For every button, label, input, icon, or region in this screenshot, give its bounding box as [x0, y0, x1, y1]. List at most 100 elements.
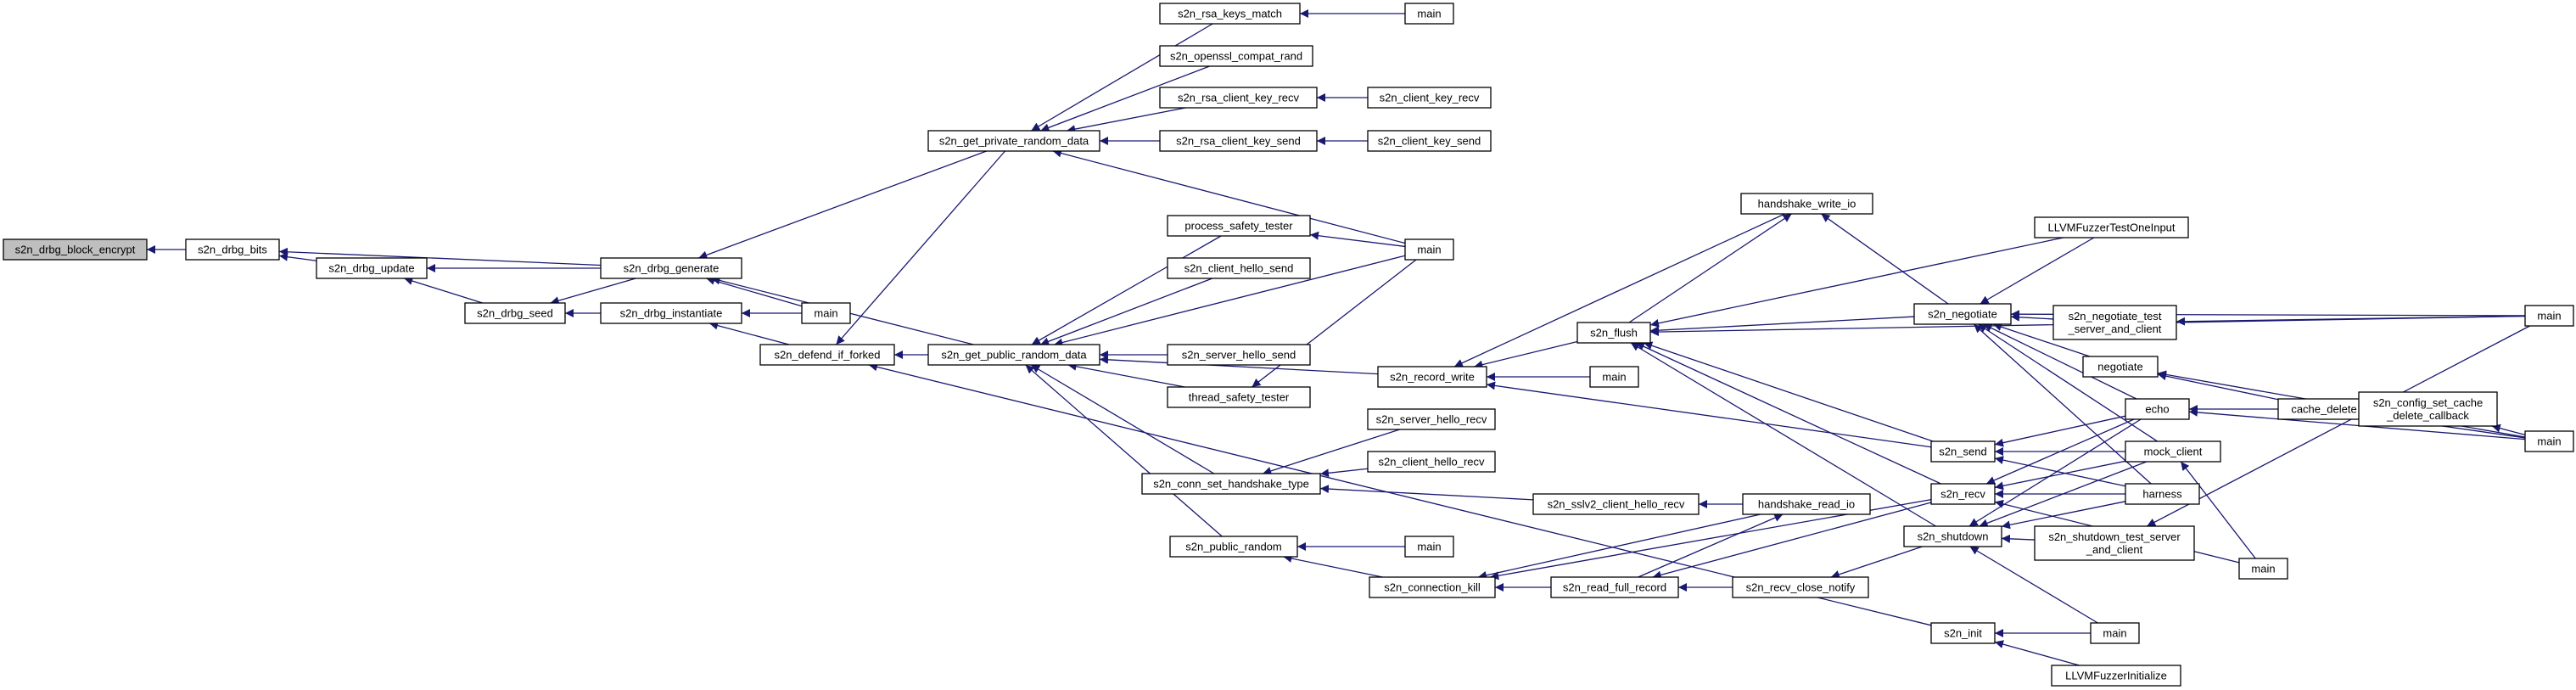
node-send[interactable]: s2n_send: [1930, 440, 1996, 463]
node-read-full-record[interactable]: s2n_read_full_record: [1550, 576, 1679, 598]
edge-line: [1980, 237, 2095, 305]
node-negotiate[interactable]: negotiate: [2082, 356, 2159, 378]
node-defend-if-forked[interactable]: s2n_defend_if_forked: [759, 344, 895, 366]
node-rsa-keys-match[interactable]: s2n_rsa_keys_match: [1159, 3, 1301, 25]
node-drbg-bits[interactable]: s2n_drbg_bits: [185, 238, 280, 261]
node-client-key-recv[interactable]: s2n_client_key_recv: [1367, 87, 1492, 109]
node-box: [927, 130, 1100, 152]
edge-line: [1054, 255, 1406, 347]
node-recv[interactable]: s2n_recv: [1930, 483, 1996, 505]
node-label: main: [1417, 8, 1441, 20]
node-label: main: [2537, 435, 2561, 448]
node-main-i[interactable]: main: [2524, 430, 2574, 452]
node-llvm-fuzzer-init[interactable]: LLVMFuzzerInitialize: [2051, 665, 2181, 687]
node-label: s2n_init: [1944, 627, 1982, 640]
node-server-hello-recv[interactable]: s2n_server_hello_recv: [1367, 408, 1496, 430]
node-box: [1159, 87, 1318, 109]
node-main-h[interactable]: main: [2090, 622, 2140, 644]
node-box: [1589, 366, 1639, 388]
node-rsa-client-key-recv[interactable]: s2n_rsa_client_key_recv: [1159, 87, 1318, 109]
node-thread-safety-tester[interactable]: thread_safety_tester: [1167, 386, 1311, 408]
node-negotiate-s2n[interactable]: s2n_negotiate: [1913, 303, 2012, 325]
edge-line: [2180, 461, 2256, 559]
node-box: [2052, 305, 2177, 340]
node-echo[interactable]: echo: [2125, 398, 2190, 420]
edge-process-safety-tester-to-get-public-random: [1031, 235, 1222, 345]
node-flush[interactable]: s2n_flush: [1576, 322, 1651, 344]
node-label: LLVMFuzzerInitialize: [2065, 670, 2167, 682]
edge-line: [1983, 323, 2137, 400]
node-client-hello-recv[interactable]: s2n_client_hello_recv: [1367, 451, 1496, 473]
node-main-c[interactable]: main: [1404, 238, 1454, 261]
node-public-random[interactable]: s2n_public_random: [1169, 536, 1298, 558]
node-label: negotiate: [2097, 361, 2143, 373]
edge-conn-set-handshake-type-to-get-public-random: [1030, 364, 1215, 474]
node-mock-client[interactable]: mock_client: [2125, 440, 2221, 463]
node-box: [1532, 493, 1700, 515]
edge-line: [1994, 415, 2126, 447]
node-drbg-instantiate[interactable]: s2n_drbg_instantiate: [600, 302, 742, 324]
node-conn-set-handshake-type[interactable]: s2n_conn_set_handshake_type: [1141, 473, 1321, 495]
edge-main-c-to-process-safety-tester: [1309, 231, 1406, 248]
node-label: s2n_drbg_block_encrypt: [15, 244, 136, 256]
node-shutdown-test[interactable]: s2n_shutdown_test_server_and_client: [2034, 525, 2195, 561]
node-config-set-cache-delete-cb[interactable]: s2n_config_set_cache_delete_callback: [2358, 391, 2498, 427]
node-box: [1550, 576, 1679, 598]
node-rsa-client-key-send[interactable]: s2n_rsa_client_key_send: [1159, 130, 1318, 152]
node-box: [1903, 525, 2002, 547]
edge-line: [1973, 323, 2152, 485]
edge-read-full-record-to-handshake-read-io: [1638, 513, 1784, 578]
node-connection-kill[interactable]: s2n_connection_kill: [1369, 576, 1496, 598]
node-get-public-random[interactable]: s2n_get_public_random_data: [927, 344, 1100, 366]
node-negotiate-test[interactable]: s2n_negotiate_test_server_and_client: [2052, 305, 2177, 340]
edge-echo-to-recv: [1985, 418, 2135, 485]
node-drbg-generate[interactable]: s2n_drbg_generate: [600, 257, 742, 279]
node-handshake-read-io[interactable]: handshake_read_io: [1742, 493, 1871, 515]
node-main-a[interactable]: main: [801, 302, 851, 324]
node-client-hello-send[interactable]: s2n_client_hello_send: [1167, 257, 1311, 279]
edge-line: [1025, 364, 1223, 537]
node-sslv2-client-hello-recv[interactable]: s2n_sslv2_client_hello_recv: [1532, 493, 1700, 515]
node-drbg-update[interactable]: s2n_drbg_update: [316, 257, 428, 279]
node-shutdown[interactable]: s2n_shutdown: [1903, 525, 2002, 547]
node-process-safety-tester[interactable]: process_safety_tester: [1167, 215, 1311, 237]
node-record-write[interactable]: s2n_record_write: [1377, 366, 1487, 388]
node-drbg-seed[interactable]: s2n_drbg_seed: [464, 302, 566, 324]
node-label: s2n_connection_kill: [1384, 581, 1481, 594]
node-box: [1930, 483, 1996, 505]
node-init[interactable]: s2n_init: [1930, 622, 1996, 644]
node-get-private-random[interactable]: s2n_get_private_random_data: [927, 130, 1100, 152]
node-box: [2034, 525, 2195, 561]
node-main-g[interactable]: main: [2238, 558, 2288, 580]
node-client-key-send[interactable]: s2n_client_key_send: [1367, 130, 1492, 152]
node-box: [1369, 576, 1496, 598]
edge-negotiate-to-negotiate-s2n: [1992, 323, 2091, 357]
node-layer: s2n_drbg_block_encrypt s2n_drbg_bits s2n_d…: [3, 3, 2574, 687]
edge-public-random-to-get-public-random: [1025, 364, 1223, 537]
node-block-encrypt[interactable]: s2n_drbg_block_encrypt: [3, 238, 148, 261]
node-main-f[interactable]: main: [2524, 305, 2574, 327]
node-box: [1404, 536, 1454, 558]
node-cache-delete[interactable]: cache_delete: [2277, 398, 2371, 420]
edge-line: [698, 150, 987, 260]
node-harness[interactable]: harness: [2125, 483, 2200, 505]
edge-mock-client-to-negotiate-s2n: [1978, 323, 2158, 442]
node-box: [1167, 257, 1311, 279]
node-llvm-fuzzer-test[interactable]: LLVMFuzzerTestOneInput: [2034, 216, 2189, 238]
node-main-d[interactable]: main: [1404, 536, 1454, 558]
edge-line: [1821, 213, 1949, 305]
edge-line: [2146, 325, 2530, 527]
edge-line: [1994, 456, 2126, 487]
node-handshake-write-io[interactable]: handshake_write_io: [1740, 193, 1873, 215]
node-server-hello-send[interactable]: s2n_server_hello_send: [1167, 344, 1311, 366]
node-box: [1159, 3, 1301, 25]
node-box: [1167, 344, 1311, 366]
node-main-b[interactable]: main: [1404, 3, 1454, 25]
node-main-e[interactable]: main: [1589, 366, 1639, 388]
node-openssl-compat-rand[interactable]: s2n_openssl_compat_rand: [1159, 45, 1313, 67]
edge-line: [1968, 418, 2142, 527]
edge-mock-client-to-shutdown: [1979, 461, 2148, 528]
edge-line: [2188, 407, 2526, 440]
node-recv-close-notify[interactable]: s2n_recv_close_notify: [1732, 576, 1869, 598]
edge-main-f-to-negotiate-test: [2176, 315, 2526, 326]
